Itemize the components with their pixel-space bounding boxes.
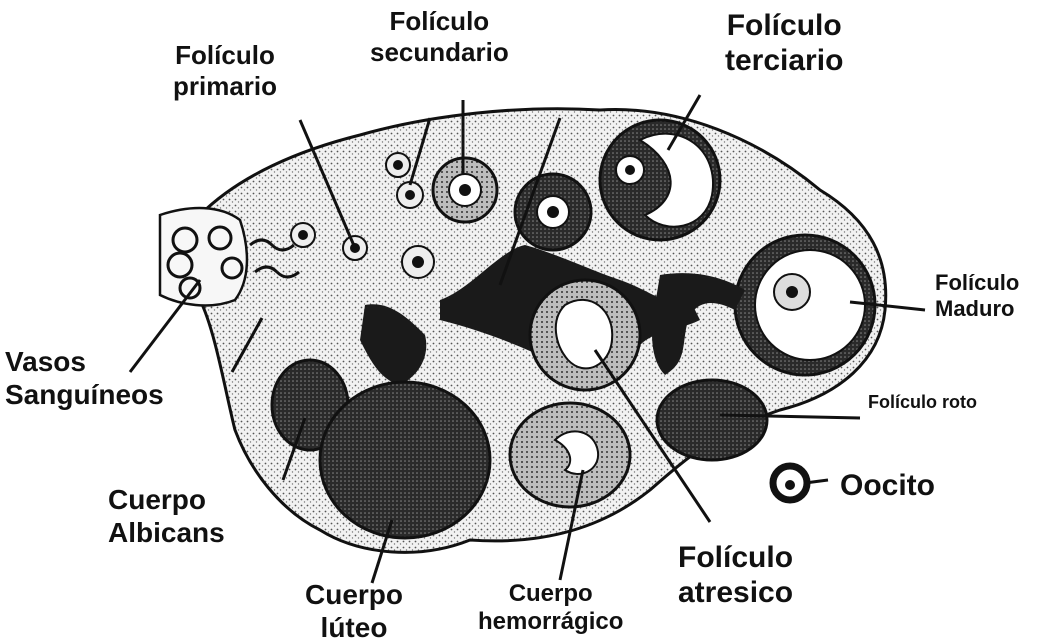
label-foliculo-secundario: Folículo secundario: [370, 6, 509, 67]
label-cuerpo-albicans: Cuerpo Albicans: [108, 483, 225, 549]
mature-follicle: [735, 235, 875, 375]
label-cuerpo-luteo: Cuerpo lúteo: [305, 578, 403, 644]
label-foliculo-atresico: Folículo atresico: [678, 540, 793, 611]
label-cuerpo-hemorragico: Cuerpo hemorrágico: [478, 580, 623, 637]
oocyte-symbol: [773, 466, 807, 500]
label-oocito: Oocito: [840, 468, 935, 503]
tertiary-follicle-large: [600, 120, 720, 240]
atretic-follicle: [530, 280, 640, 390]
label-foliculo-roto: Folículo roto: [868, 392, 977, 413]
secondary-follicle: [433, 158, 497, 222]
label-foliculo-primario: Folículo primario: [173, 40, 277, 101]
label-foliculo-maduro: Folículo Maduro: [935, 270, 1019, 322]
corpus-luteum-shape: [320, 382, 490, 538]
label-vasos-sanguineos: Vasos Sanguíneos: [5, 345, 164, 411]
corpus-hemorrhagicum-shape: [510, 403, 630, 507]
label-foliculo-terciario: Folículo terciario: [725, 8, 843, 79]
ruptured-follicle-shape: [657, 380, 767, 460]
